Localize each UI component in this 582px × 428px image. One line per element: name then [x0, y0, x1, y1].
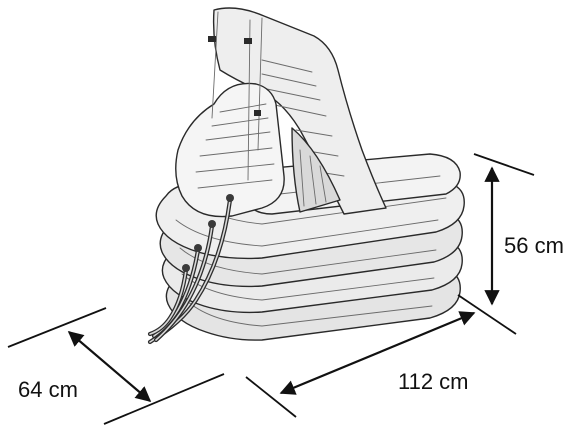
width-label: 64 cm	[18, 377, 78, 402]
backrest-cushion	[212, 7, 387, 215]
lifting-straps	[208, 11, 263, 181]
air-hoses	[147, 194, 234, 345]
width-dimension: 64 cm	[7, 307, 225, 425]
lifting-cushion-illustration	[147, 7, 465, 345]
length-dimension: 112 cm	[245, 311, 476, 418]
length-label: 112 cm	[398, 369, 469, 394]
front-pillow-cushion	[175, 82, 285, 218]
height-label: 56 cm	[504, 233, 564, 258]
height-dimension: 56 cm	[457, 153, 564, 335]
